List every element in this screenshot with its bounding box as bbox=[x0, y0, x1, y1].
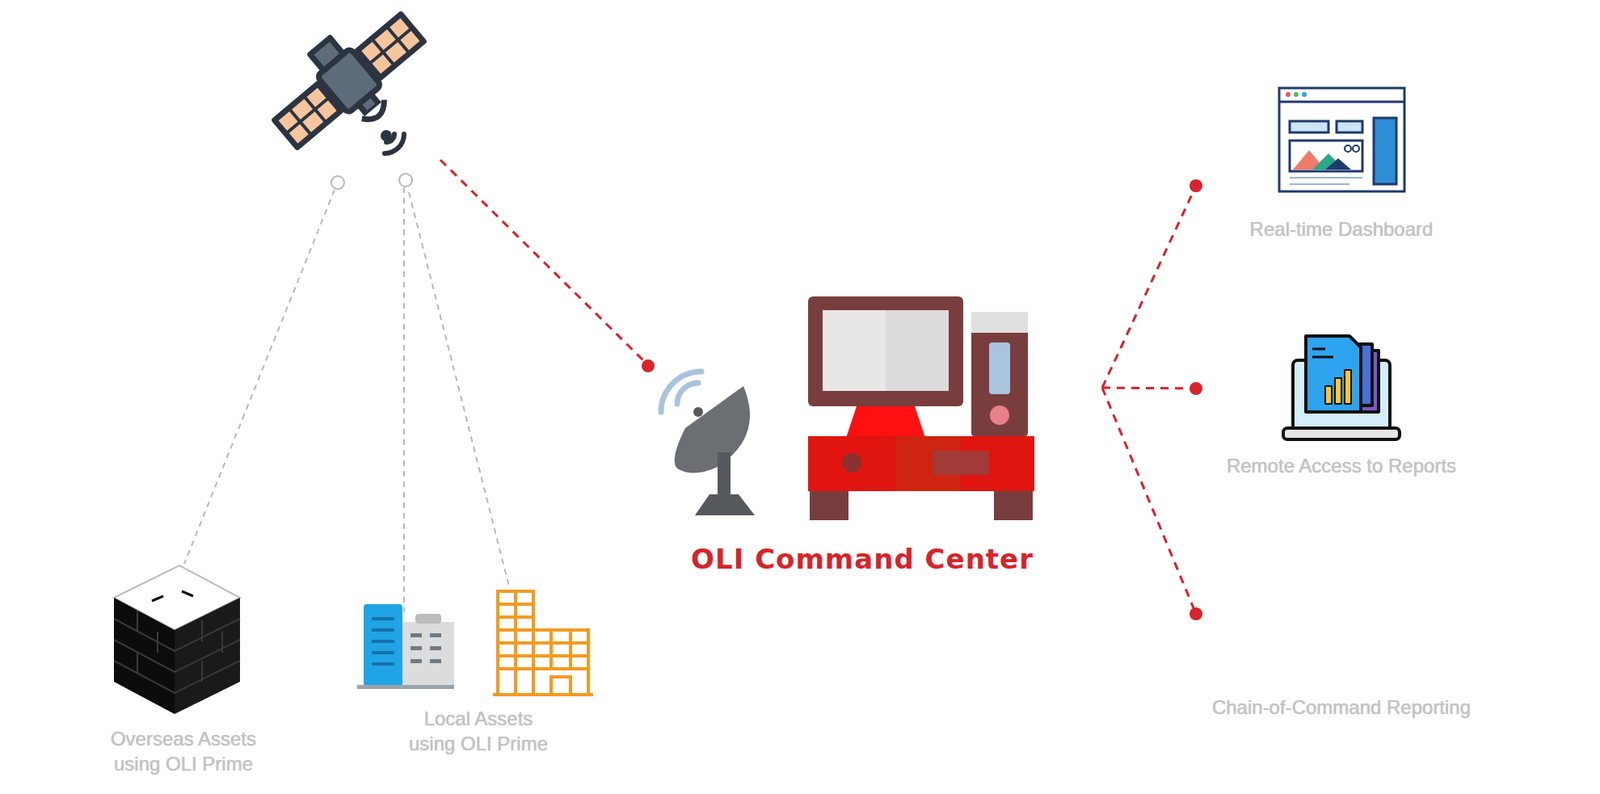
center-title: OLI Command Center bbox=[690, 543, 1034, 576]
dashed-connector bbox=[1102, 382, 1203, 396]
output-label: Chain-of-Command Reporting bbox=[1212, 694, 1471, 720]
cube-icon bbox=[113, 565, 240, 715]
asset-label: Overseas Assets using OLI Prime bbox=[98, 726, 269, 777]
icon-node: Remote Access to Reports bbox=[1195, 323, 1487, 485]
output-label: Remote Access to Reports bbox=[1226, 453, 1457, 479]
dish-icon bbox=[661, 371, 755, 516]
icon-node: Real-time Dashboard bbox=[1195, 80, 1487, 251]
computer-icon bbox=[808, 296, 1035, 521]
icon-node: OLI Command Center bbox=[646, 290, 1103, 582]
downlink-line bbox=[440, 160, 649, 366]
icon-node: Chain-of-Command Reporting bbox=[1195, 597, 1487, 732]
icon-node: Local Assets using OLI Prime bbox=[400, 585, 554, 760]
output-label: Real-time Dashboard bbox=[1250, 216, 1434, 242]
reports-icon bbox=[1283, 336, 1400, 440]
dashboard-icon bbox=[1279, 88, 1405, 192]
asset-label: Local Assets using OLI Prime bbox=[401, 706, 556, 757]
satellite-icon bbox=[256, 0, 443, 169]
dashed-connector bbox=[1102, 387, 1203, 621]
uplink-lines bbox=[184, 187, 510, 613]
icon-node: Overseas Assets using OLI Prime bbox=[96, 561, 267, 780]
buildings-icon bbox=[357, 591, 594, 697]
dashed-connector bbox=[1102, 179, 1203, 388]
